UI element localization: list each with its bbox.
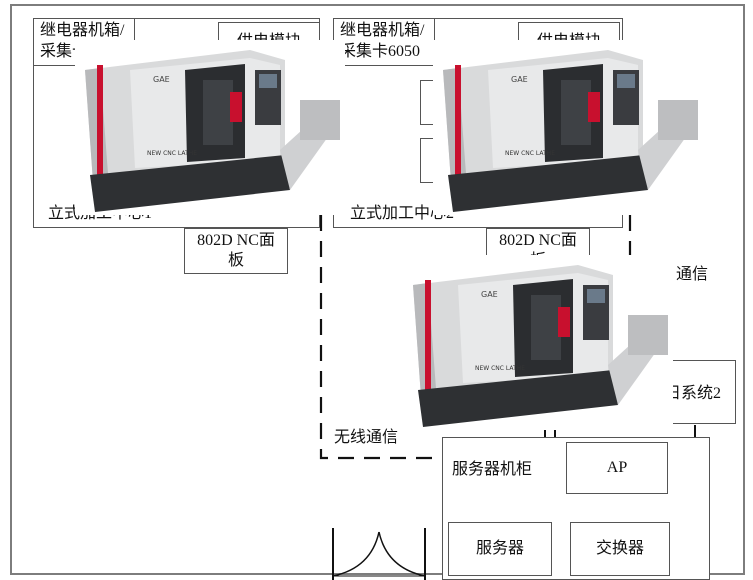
cnc-lathe-image-1: GAE NEW CNC LATHE xyxy=(75,40,345,215)
brand-text-1: GAE xyxy=(153,75,170,84)
cabinet-label: 服务器机柜 xyxy=(452,461,533,478)
relay-label-1a: 继电器机箱/ xyxy=(40,22,125,39)
nc-panel-label-2a: 802D NC面 xyxy=(499,232,577,249)
ap-label: AP xyxy=(606,459,628,476)
server-box: 服务器 xyxy=(448,522,552,576)
door-symbol xyxy=(332,528,426,580)
ap-box: AP xyxy=(566,442,668,494)
switch-box: 交换器 xyxy=(570,522,670,576)
relay-label-2b: 采集卡6050 xyxy=(340,43,421,60)
nc-panel-label-1b: 板 xyxy=(227,252,244,269)
cnc-lathe-image-2: GAE NEW CNC LATHE xyxy=(433,40,703,215)
cnc-lathe-image-3: GAE NEW CNC LATHE xyxy=(403,255,673,430)
brand-text-2: GAE xyxy=(511,75,528,84)
switch-label: 交换器 xyxy=(595,540,644,557)
system2-label: 日系统2 xyxy=(665,385,722,402)
model-text-1: NEW CNC LATHE xyxy=(147,150,197,157)
comm-label: 通信 xyxy=(676,266,709,283)
model-text-3: NEW CNC LATHE xyxy=(475,365,525,372)
nc-panel-1: 802D NC面 板 xyxy=(184,228,288,274)
brand-text-3: GAE xyxy=(481,290,498,299)
relay-box-2: 继电器机箱/ 采集卡6050 xyxy=(333,18,435,66)
server-label: 服务器 xyxy=(475,540,524,557)
nc-panel-label-1a: 802D NC面 xyxy=(197,232,275,249)
machine-label-2: 立式加工中心2 xyxy=(350,205,455,222)
relay-label-2a: 继电器机箱/ xyxy=(340,22,425,39)
wireless-label: 无线通信 xyxy=(334,429,399,446)
model-text-2: NEW CNC LATHE xyxy=(505,150,555,157)
